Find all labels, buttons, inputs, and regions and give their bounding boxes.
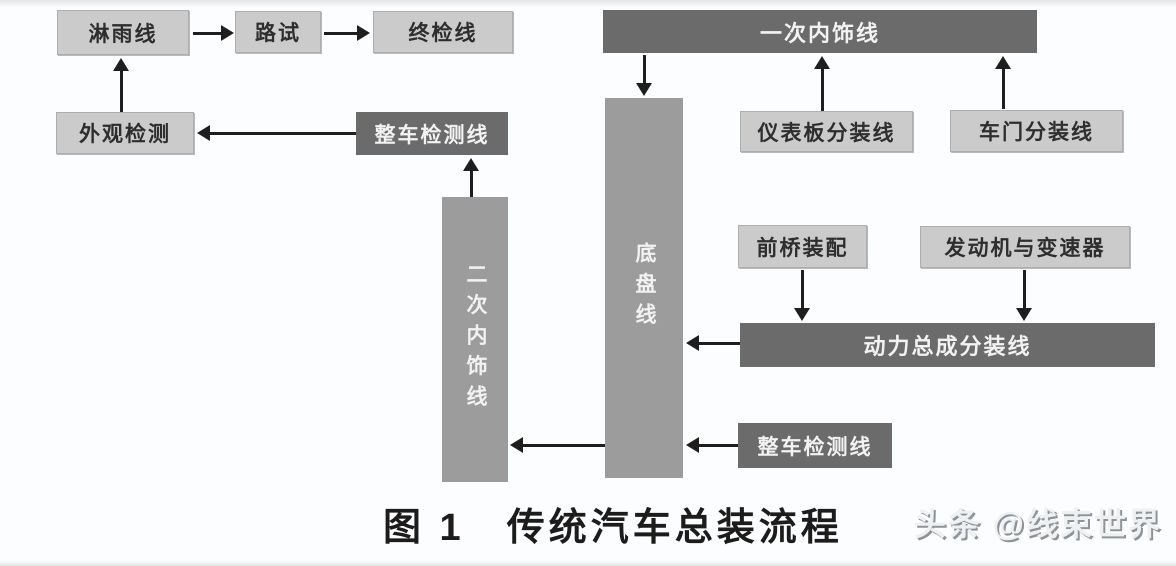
page-edge-top	[0, 0, 1176, 7]
arrow-shaft	[643, 55, 646, 83]
arrow-shaft	[699, 444, 738, 447]
arrow-shaft	[699, 342, 740, 345]
arrow-shaft	[210, 132, 356, 135]
node-instrument-panel-subassembly: 仪表板分装线	[740, 111, 913, 152]
node-primary-interior-trim: 一次内饰线	[603, 10, 1037, 53]
arrowhead-up-icon	[814, 56, 830, 69]
arrowhead-left-icon	[686, 335, 699, 351]
arrow-shaft	[523, 444, 605, 447]
node-chassis-line: 底盘线	[605, 98, 683, 478]
node-vehicle-inspection-bottom: 整车检测线	[738, 423, 892, 468]
arrowhead-down-icon	[636, 83, 652, 96]
node-door-subassembly: 车门分装线	[950, 110, 1123, 152]
arrowhead-left-icon	[197, 125, 210, 141]
node-front-axle-assembly: 前桥装配	[738, 225, 867, 268]
arrowhead-up-icon	[995, 56, 1011, 69]
watermark-text: 头条 @线束世界	[913, 506, 1162, 542]
arrow-shaft	[821, 68, 824, 111]
node-vehicle-inspection-top: 整车检测线	[356, 112, 508, 155]
arrowhead-down-icon	[1016, 308, 1032, 321]
arrow-shaft	[120, 70, 123, 112]
arrowhead-left-icon	[510, 437, 523, 453]
arrow-shaft	[801, 270, 804, 308]
node-engine-transmission: 发动机与变速器	[920, 226, 1130, 268]
arrowhead-up-icon	[463, 158, 479, 171]
arrowhead-right-icon	[357, 25, 370, 41]
arrow-shaft	[193, 32, 221, 35]
arrowhead-right-icon	[221, 25, 234, 41]
arrow-shaft	[324, 32, 357, 35]
node-rain-test: 淋雨线	[57, 10, 189, 55]
arrowhead-up-icon	[113, 58, 129, 71]
figure-caption: 图 1 传统汽车总装流程	[383, 507, 843, 549]
node-secondary-interior-trim: 二次内饰线	[442, 197, 508, 482]
node-final-inspection: 终检线	[373, 11, 513, 53]
arrow-shaft	[1002, 68, 1005, 109]
arrow-shaft	[1023, 270, 1026, 308]
arrow-shaft	[470, 170, 473, 197]
node-road-test: 路试	[235, 11, 321, 53]
node-powertrain-subassembly: 动力总成分装线	[740, 323, 1155, 367]
arrowhead-down-icon	[794, 308, 810, 321]
node-appearance-inspection: 外观检测	[56, 112, 194, 154]
page-edge-bottom	[0, 561, 1176, 566]
arrowhead-left-icon	[686, 437, 699, 453]
